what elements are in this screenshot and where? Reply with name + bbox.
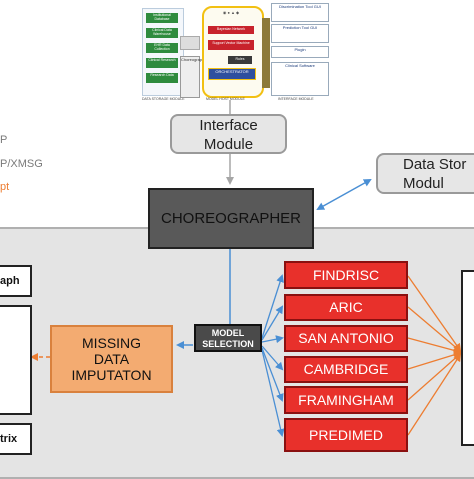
arrow-findrisc-out (407, 275, 462, 352)
thumb-right-item: Discrimination Tool GUI (271, 3, 329, 22)
left-middle-box (0, 305, 32, 415)
thumb-center-icons: ◉ ● ▲ ◆ (222, 10, 240, 15)
arrow-sanantonio-out (407, 337, 462, 355)
architecture-thumbnail: Institutional Database Clinical Data War… (128, 0, 338, 108)
arrow-to-predimed (261, 349, 285, 437)
fragment-pt: pt (0, 181, 10, 193)
thumb-left-item: Research Data (146, 73, 178, 83)
choreographer-box: CHOREOGRAPHER (148, 188, 314, 249)
model-selection-box: MODEL SELECTION (194, 324, 262, 352)
model-findrisc: FINDRISC (284, 261, 408, 289)
model-predimed: PREDIMED (284, 418, 408, 452)
thumb-right-caption: INTERFACE MODULE (278, 97, 314, 101)
fragment-xmsg: P/XMSG (0, 158, 43, 170)
fragment-p: P (0, 134, 8, 146)
thumb-left-item: EHR Data Collection (146, 43, 178, 53)
interface-module-box: Interface Module (170, 114, 287, 154)
arrow-to-aric (261, 305, 284, 341)
thumb-center-item: Rules (228, 56, 252, 64)
arrows-models-output (407, 275, 462, 436)
model-framingham: FRAMINGHAM (284, 386, 408, 414)
data-storage-box: Data Stor Modul (376, 153, 474, 194)
arrow-predimed-out (407, 353, 462, 436)
thumb-orchestrator: ORCHESTRATOR (208, 68, 256, 80)
thumb-center-caption: MODEL HOST MODULE (206, 97, 245, 101)
thumb-side-bar (262, 18, 270, 88)
thumb-left-caption: DATA STORAGE MODULE (142, 97, 185, 101)
arrow-to-findrisc (261, 274, 284, 339)
thumb-left-item: Institutional Database (146, 13, 178, 23)
missing-data-box: MISSING DATA IMPUTATON (50, 325, 173, 393)
left-bottom-box: trix (0, 423, 32, 455)
thumb-choreographer: Choreographer (180, 56, 208, 98)
arrows-selection-models (261, 274, 285, 437)
model-san-antonio: SAN ANTONIO (284, 325, 408, 352)
thumb-right-item: Clinical Software (271, 62, 329, 96)
thumb-left-item: Clinical Research (146, 58, 178, 68)
model-cambridge: CAMBRIDGE (284, 356, 408, 383)
thumb-connector (180, 36, 200, 50)
thumb-left-item: Clinical Data Warehouse (146, 28, 178, 38)
model-aric: ARIC (284, 294, 408, 321)
output-box (461, 270, 474, 446)
arrow-to-framingham (261, 347, 284, 402)
thumb-right-item: Prediction Tool GUI (271, 24, 329, 43)
thumb-center-item: Bayesian Network (208, 26, 254, 34)
arrow-cambridge-out (407, 350, 462, 370)
arrow-to-sanantonio (261, 335, 284, 344)
arrow-framingham-out (407, 352, 462, 401)
arrow-choreographer-datastorage (316, 179, 372, 210)
thumb-center-item: Support Vector Machine (208, 40, 254, 50)
left-top-box: aph (0, 265, 32, 297)
thumb-right-item: Plugin (271, 46, 329, 58)
arrow-aric-out (407, 306, 462, 353)
arrow-to-cambridge (261, 345, 284, 371)
